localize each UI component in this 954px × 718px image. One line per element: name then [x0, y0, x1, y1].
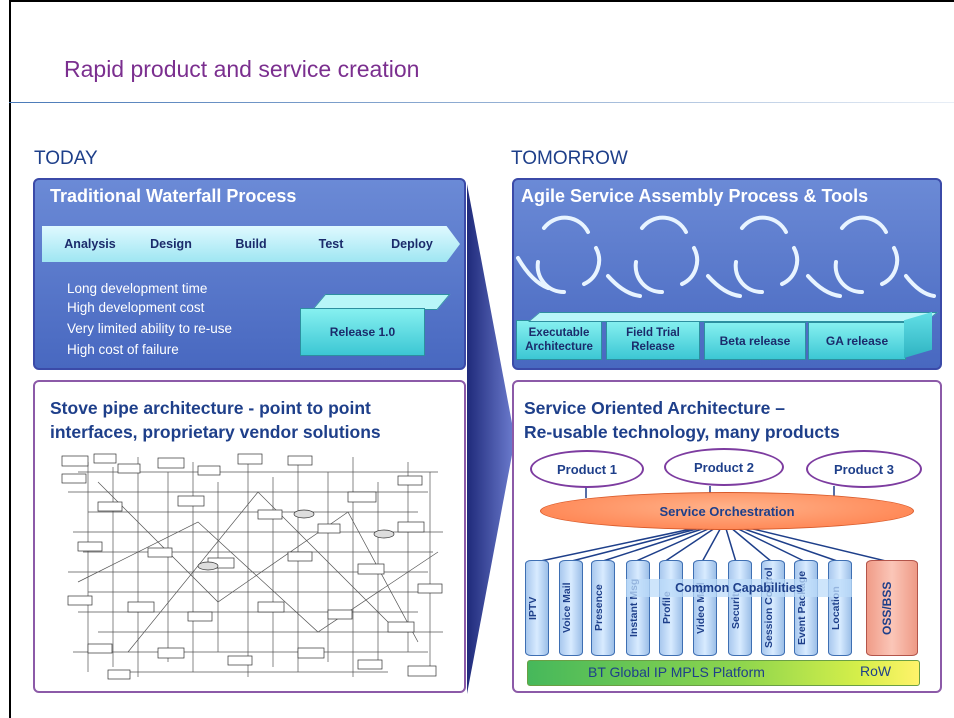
release-ga: GA release: [808, 322, 906, 360]
release-strip-side: [904, 312, 932, 358]
slide-left-border: [9, 0, 11, 718]
cap-oss-bss: OSS/BSS: [880, 581, 894, 635]
slide-title: Rapid product and service creation: [64, 56, 420, 82]
step-analysis-label: Analysis: [64, 237, 116, 251]
soa-heading-line2: Re-usable technology, many products: [524, 422, 840, 442]
bullet-2: High development cost: [67, 300, 205, 315]
pillar-location: [828, 560, 852, 656]
platform-bar: [527, 660, 920, 686]
pillar-security: [728, 560, 752, 656]
release-executable-label: Executable Architecture: [525, 327, 593, 353]
pillar-voice-mail: [559, 560, 583, 656]
step-build-label: Build: [235, 237, 267, 251]
stovepipe-heading-line1: Stove pipe architecture - point to point: [50, 398, 371, 418]
pillar-session-control: [761, 560, 785, 656]
today-label: TODAY: [34, 148, 98, 169]
soa-heading: Service Oriented Architecture – Re-usabl…: [524, 396, 840, 444]
pillar-oss-bss: [866, 560, 918, 656]
release-field-trial: Field Trial Release: [606, 320, 700, 360]
release-strip-top: [528, 312, 938, 322]
cycle-icon: [733, 215, 800, 295]
release-field-trial-label: Field Trial Release: [626, 327, 680, 353]
stovepipe-heading-line2: interfaces, proprietary vendor solutions: [50, 422, 381, 442]
product-3: Product 3: [806, 450, 922, 488]
stovepipe-heading: Stove pipe architecture - point to point…: [50, 396, 381, 444]
release-label: Release 1.0: [329, 325, 396, 339]
cycle-icon: [633, 215, 700, 295]
stovepipe-panel: [33, 380, 466, 693]
pillar-video-mail: [693, 560, 717, 656]
bullet-1: Long development time: [67, 281, 208, 296]
step-test-label: Test: [318, 237, 344, 251]
stovepipe-diagram: [61, 453, 443, 680]
step-design: Design: [124, 226, 218, 262]
title-divider: [9, 102, 954, 103]
service-orchestration-label: Service Orchestration: [659, 503, 795, 519]
slide-top-border: [9, 0, 954, 2]
stovepipe-databases: [197, 509, 395, 571]
release-beta-label: Beta release: [719, 334, 791, 348]
transition-arrow: [467, 184, 515, 694]
pillar-event-package: [794, 560, 818, 656]
release-ga-label: GA release: [825, 334, 889, 348]
product-2-label: Product 2: [694, 459, 754, 475]
row-label: RoW: [860, 663, 892, 679]
pillar-presence: [591, 560, 615, 656]
product-1: Product 1: [530, 450, 644, 488]
iteration-cycles: [516, 215, 936, 298]
bullet-4: High cost of failure: [67, 342, 179, 357]
cycle-icon: [535, 215, 602, 295]
pillar-iptv: [525, 560, 549, 656]
step-analysis: Analysis: [42, 226, 138, 262]
service-orchestration: Service Orchestration: [540, 492, 914, 530]
cap-iptv: IPTV: [527, 596, 539, 620]
step-deploy-label: Deploy: [391, 237, 433, 251]
release-beta: Beta release: [704, 322, 806, 360]
pillar-profile: [659, 560, 683, 656]
step-design-label: Design: [150, 237, 192, 251]
product-2: Product 2: [664, 448, 784, 486]
common-capabilities-label: Common Capabilities: [675, 581, 803, 595]
pillar-instant-msg: [626, 560, 650, 656]
soa-heading-line1: Service Oriented Architecture –: [524, 398, 785, 418]
cap-voice-mail: Voice Mail: [561, 582, 573, 634]
step-build: Build: [204, 226, 298, 262]
release-executable: Executable Architecture: [516, 320, 602, 360]
stovepipe-wires: [68, 457, 443, 677]
platform-label: BT Global IP MPLS Platform: [588, 664, 765, 680]
tomorrow-label: TOMORROW: [511, 148, 628, 169]
stovepipe-boxes: [61, 453, 443, 680]
product-1-label: Product 1: [557, 461, 617, 477]
waterfall-heading: Traditional Waterfall Process: [50, 186, 297, 206]
connector-arrows: [516, 256, 936, 298]
step-test: Test: [284, 226, 378, 262]
common-capabilities-band: Common Capabilities: [626, 579, 852, 597]
step-deploy: Deploy: [364, 226, 460, 262]
cycle-icon: [833, 215, 900, 295]
bullet-3: Very limited ability to re-use: [67, 321, 233, 336]
agile-heading: Agile Service Assembly Process & Tools: [521, 186, 869, 206]
product-3-label: Product 3: [834, 461, 894, 477]
cap-presence: Presence: [593, 584, 605, 632]
release-box: Release 1.0: [300, 308, 425, 356]
